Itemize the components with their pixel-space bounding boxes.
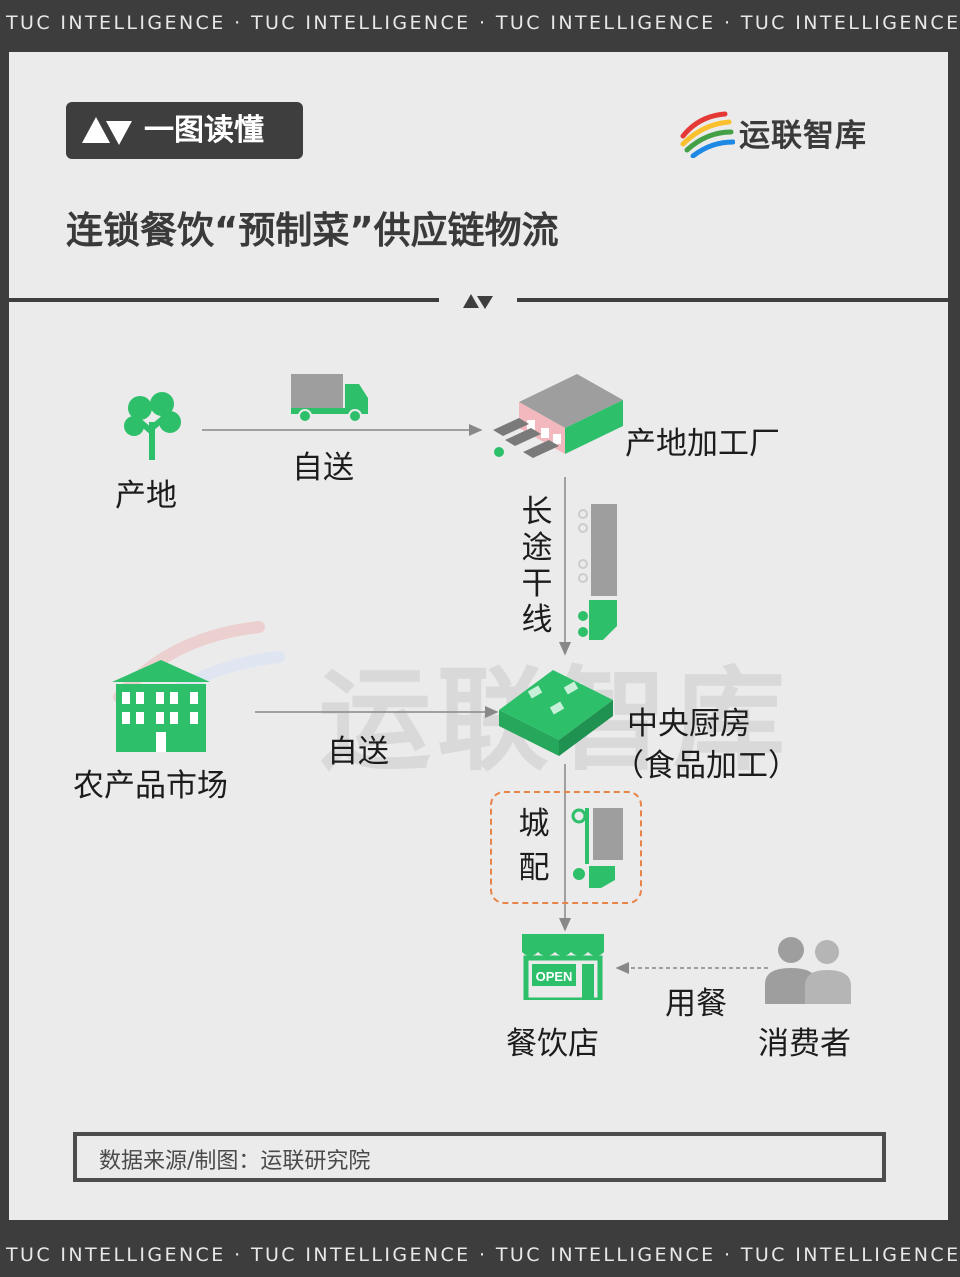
page-title: 连锁餐饮“预制菜”供应链物流 [66, 209, 559, 252]
source-text: 数据来源/制图：运联研究院 [99, 1149, 371, 1174]
node-kitchen-subtitle: （食品加工） [613, 748, 799, 784]
node-kitchen: 中央厨房 [627, 706, 751, 742]
badge-label: 一图读懂 [144, 113, 264, 148]
badge: 一图读懂 [66, 102, 303, 159]
city-truck-icon [571, 808, 623, 888]
people-icon [765, 937, 851, 1004]
node-consumer: 消费者 [758, 1026, 851, 1062]
edge-origin-factory: 自送 [292, 450, 354, 486]
top-brand-band: TUC INTELLIGENCE · TUC INTELLIGENCE · TU… [6, 12, 960, 34]
tree-icon [124, 392, 181, 460]
long-truck-icon [578, 504, 617, 640]
city-delivery-box [490, 791, 642, 904]
truck-icon [291, 374, 368, 423]
open-sign: OPEN [536, 969, 573, 984]
building-icon [112, 660, 210, 752]
node-origin: 产地 [115, 478, 177, 514]
infographic-panel: 一图读懂 运联智库 连锁餐饮“预制菜”供应链物流 运联智库 [9, 52, 948, 1220]
divider-right [517, 298, 948, 302]
triangle-logo-icon [82, 117, 132, 145]
divider-left [9, 298, 439, 302]
edge-market-kitchen: 自送 [327, 734, 389, 770]
edge-kitchen-restaurant: 城配 [518, 806, 550, 886]
edge-consumer-restaurant: 用餐 [665, 986, 727, 1022]
warehouse-icon [499, 670, 613, 756]
brand-name: 运联智库 [739, 118, 867, 154]
node-factory: 产地加工厂 [625, 426, 780, 462]
store-icon: OPEN [522, 934, 604, 1000]
node-market: 农产品市场 [73, 768, 228, 804]
divider-triangle-icon [463, 294, 493, 309]
edge-factory-kitchen: 长途干线 [521, 494, 553, 638]
factory-icon [493, 374, 623, 458]
bottom-brand-band: TUC INTELLIGENCE · TUC INTELLIGENCE · TU… [6, 1244, 960, 1266]
source-box: 数据来源/制图：运联研究院 [73, 1132, 886, 1182]
brand-swirl-icon [680, 111, 736, 159]
node-restaurant: 餐饮店 [506, 1026, 599, 1062]
brand-logo: 运联智库 [679, 106, 866, 159]
